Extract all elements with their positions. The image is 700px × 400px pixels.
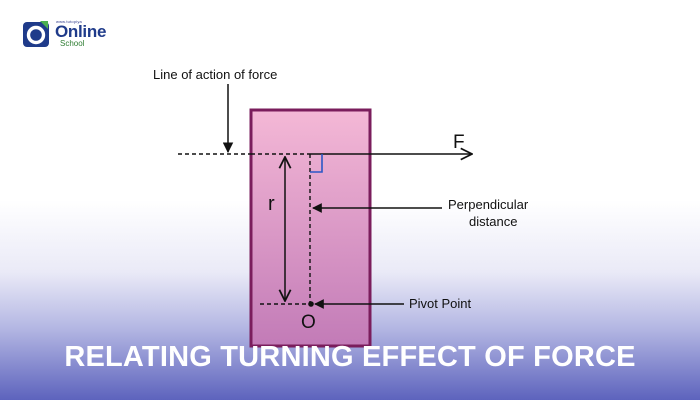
right-angle-marker [310,154,323,173]
logo-tagline: www.tutopiya [56,19,82,24]
perpendicular-label-line2: distance [469,214,517,229]
logo-subword: School [60,39,85,48]
pivot-dot [308,301,314,307]
origin-label: O [301,312,316,333]
line-of-action-label: Line of action of force [153,67,277,82]
r-label: r [268,193,275,215]
logo-mark-icon [23,21,49,47]
logo-wordmark: Online [55,22,107,41]
banner-title: RELATING TURNING EFFECT OF FORCE [64,341,636,373]
force-label: F [453,132,465,153]
pivot-label: Pivot Point [409,296,472,311]
site-logo[interactable]: www.tutopiya Online School [20,16,116,54]
perpendicular-label-line1: Perpendicular [448,197,529,212]
